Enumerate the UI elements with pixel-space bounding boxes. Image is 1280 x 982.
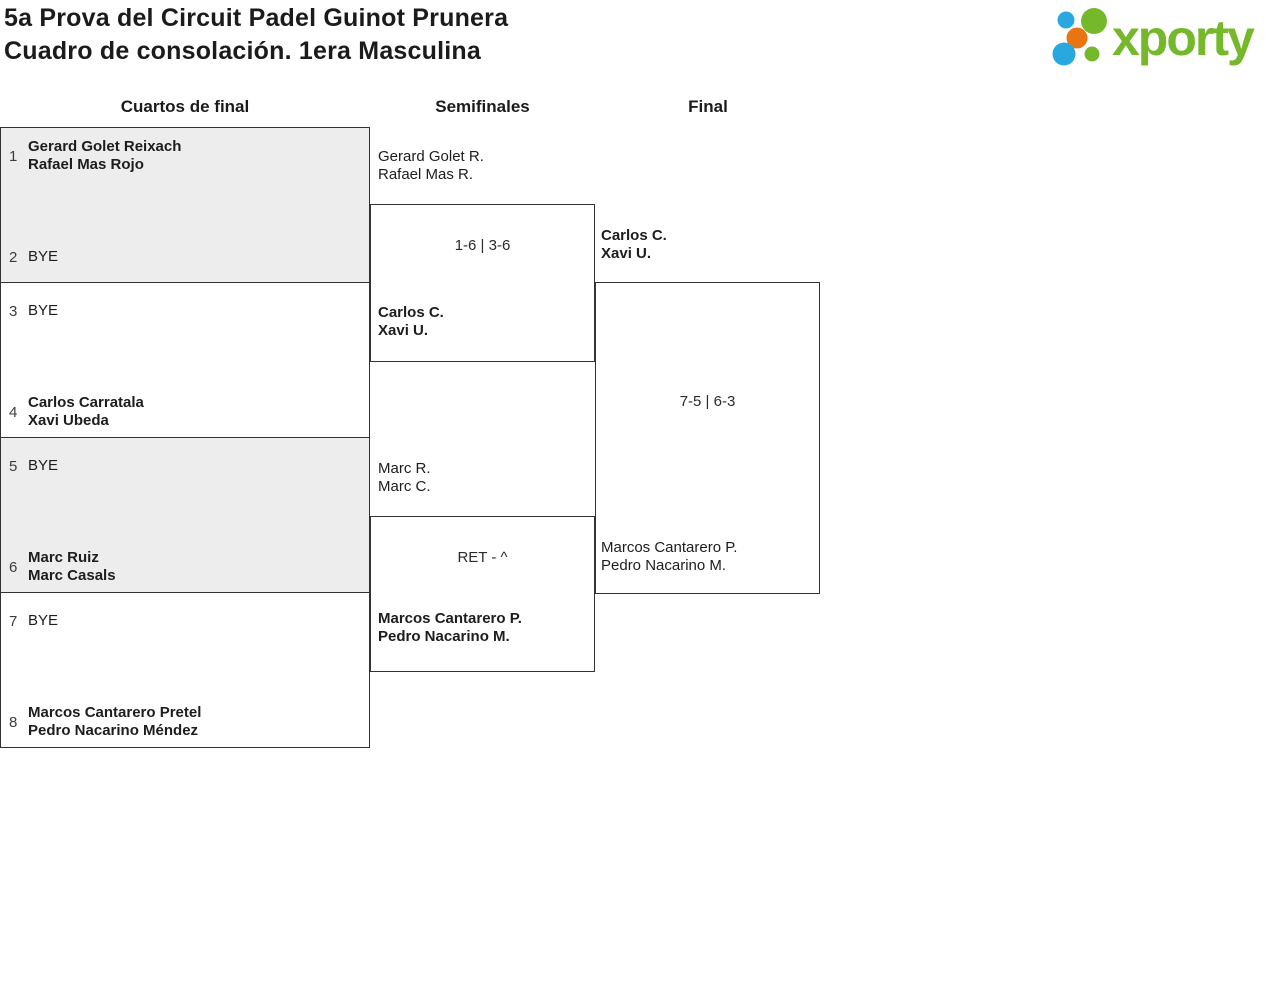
page-title: 5a Prova del Circuit Padel Guinot Pruner… bbox=[4, 2, 508, 68]
player-name-line: Rafael Mas R. bbox=[378, 166, 474, 183]
player-name-line: Xavi U. bbox=[601, 245, 652, 262]
qf1-team-bottom: 2 BYE bbox=[1, 235, 369, 279]
sf2-score: RET - ^ bbox=[457, 549, 508, 566]
team-names: Marc Ruiz Marc Casals bbox=[28, 549, 116, 585]
player-name-line: Marc R. bbox=[378, 460, 431, 477]
round-header-final: Final bbox=[688, 97, 728, 116]
qf-match-3[interactable]: 5 BYE 6 Marc Ruiz Marc Casals bbox=[0, 437, 370, 593]
player-name-line: Carlos C. bbox=[378, 304, 444, 321]
player-name-line: Xavi U. bbox=[378, 322, 429, 339]
player-name-line: Carlos C. bbox=[601, 227, 667, 244]
player-name-line: Xavi Ubeda bbox=[28, 412, 109, 429]
tournament-name: 5a Prova del Circuit Padel Guinot Pruner… bbox=[4, 4, 509, 32]
player-name-line: Gerard Golet Reixach bbox=[28, 138, 182, 155]
round-header-cuartos: Cuartos de final bbox=[120, 97, 250, 116]
player-name-line: BYE bbox=[28, 248, 59, 265]
player-name-line: Pedro Nacarino M. bbox=[601, 557, 727, 574]
player-name-line: Marcos Cantarero P. bbox=[378, 610, 522, 627]
seed-number: 3 bbox=[9, 302, 18, 320]
sf1-score: 1-6 | 3-6 bbox=[454, 237, 511, 254]
seed-number: 8 bbox=[9, 713, 18, 731]
team-names: BYE bbox=[28, 457, 58, 475]
qf2-team-bottom: 4 Carlos Carratala Xavi Ubeda bbox=[1, 390, 369, 434]
final-score: 7-5 | 6-3 bbox=[679, 393, 736, 410]
bracket-subtitle: Cuadro de consolación. 1era Masculina bbox=[4, 37, 481, 65]
seed-number: 2 bbox=[9, 248, 18, 266]
player-name-line: Pedro Nacarino M. bbox=[378, 628, 510, 645]
final-team-top: Carlos C. Xavi U. bbox=[601, 227, 667, 263]
sf1-team-bottom: Carlos C. Xavi U. bbox=[378, 304, 444, 340]
final-team-bottom: Marcos Cantarero P. Pedro Nacarino M. bbox=[601, 539, 737, 575]
qf-match-4[interactable]: 7 BYE 8 Marcos Cantarero Pretel Pedro Na… bbox=[0, 592, 370, 748]
team-names: BYE bbox=[28, 612, 58, 630]
player-name-line: Marc C. bbox=[378, 478, 431, 495]
seed-number: 1 bbox=[9, 147, 18, 165]
player-name-line: Marc Casals bbox=[28, 567, 116, 584]
qf2-team-top: 3 BYE bbox=[1, 289, 369, 333]
qf-match-1[interactable]: 1 Gerard Golet Reixach Rafael Mas Rojo 2… bbox=[0, 127, 370, 283]
qf-match-2[interactable]: 3 BYE 4 Carlos Carratala Xavi Ubeda bbox=[0, 282, 370, 438]
qf3-team-top: 5 BYE bbox=[1, 444, 369, 488]
player-name-line: Marcos Cantarero Pretel bbox=[28, 704, 202, 721]
seed-number: 6 bbox=[9, 558, 18, 576]
xporty-logo[interactable]: xporty bbox=[1048, 0, 1280, 78]
team-names: Gerard Golet Reixach Rafael Mas Rojo bbox=[28, 138, 181, 174]
xporty-logo-dots-icon bbox=[1052, 8, 1107, 66]
qf1-team-top: 1 Gerard Golet Reixach Rafael Mas Rojo bbox=[1, 134, 369, 178]
seed-number: 5 bbox=[9, 457, 18, 475]
player-name-line: BYE bbox=[28, 302, 59, 319]
qf4-team-bottom: 8 Marcos Cantarero Pretel Pedro Nacarino… bbox=[1, 700, 369, 744]
team-names: BYE bbox=[28, 248, 58, 266]
player-name-line: Carlos Carratala bbox=[28, 394, 144, 411]
player-name-line: Marcos Cantarero P. bbox=[601, 539, 738, 556]
sf2-team-top: Marc R. Marc C. bbox=[378, 460, 431, 496]
player-name-line: BYE bbox=[28, 457, 59, 474]
sf-match-2[interactable] bbox=[370, 516, 595, 672]
round-header-semifinales: Semifinales bbox=[435, 97, 530, 116]
player-name-line: BYE bbox=[28, 612, 59, 629]
xporty-wordmark: xporty bbox=[1112, 10, 1255, 66]
player-name-line: Marc Ruiz bbox=[28, 549, 99, 566]
player-name-line: Rafael Mas Rojo bbox=[28, 156, 144, 173]
qf3-team-bottom: 6 Marc Ruiz Marc Casals bbox=[1, 545, 369, 589]
sf2-team-bottom: Marcos Cantarero P. Pedro Nacarino M. bbox=[378, 610, 522, 646]
final-match[interactable] bbox=[595, 282, 820, 594]
team-names: Carlos Carratala Xavi Ubeda bbox=[28, 394, 144, 430]
player-name-line: Gerard Golet R. bbox=[378, 148, 484, 165]
seed-number: 7 bbox=[9, 612, 18, 630]
sf1-team-top: Gerard Golet R. Rafael Mas R. bbox=[378, 148, 484, 184]
team-names: BYE bbox=[28, 302, 58, 320]
player-name-line: Pedro Nacarino Méndez bbox=[28, 722, 199, 739]
sf-match-1[interactable] bbox=[370, 204, 595, 362]
seed-number: 4 bbox=[9, 403, 18, 421]
qf4-team-top: 7 BYE bbox=[1, 599, 369, 643]
team-names: Marcos Cantarero Pretel Pedro Nacarino M… bbox=[28, 704, 201, 740]
